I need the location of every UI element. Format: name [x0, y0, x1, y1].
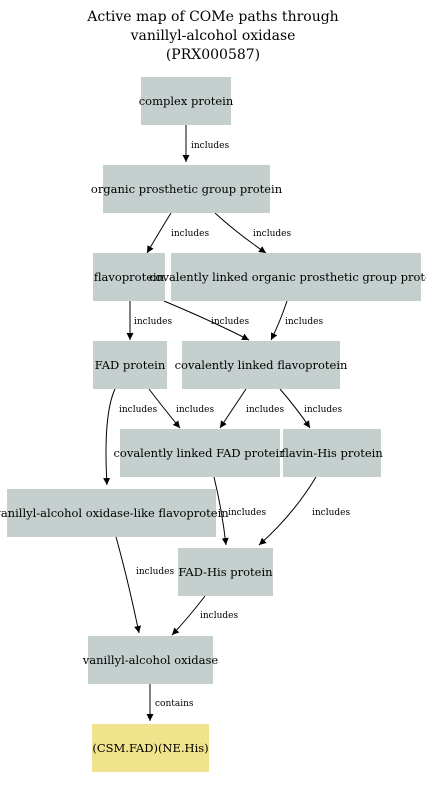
- edge-complex-to-organic: includes: [182, 125, 229, 162]
- edge-flavin-his-to-fad-his: includes: [258, 476, 350, 546]
- edge-vao-to-target: contains: [146, 684, 194, 721]
- edge-fad-to-covalent-fad: includes: [148, 388, 214, 429]
- diagram-title: Active map of COMe paths through vanilly…: [0, 8, 426, 65]
- edge-label: includes: [253, 229, 291, 239]
- edge-label: includes: [304, 405, 342, 415]
- edge-label: includes: [134, 317, 172, 327]
- edge-fad-to-vao-like: includes: [103, 388, 157, 486]
- edge-organic-to-covalent-organic: includes: [214, 212, 291, 254]
- edge-label: includes: [285, 317, 323, 327]
- node-complex-protein[interactable]: complex protein: [139, 77, 233, 125]
- node-covalently-linked-fad-protein[interactable]: covalently linked FAD protein: [113, 429, 287, 477]
- node-flavoprotein[interactable]: flavoprotein: [93, 253, 165, 301]
- title-line-2: vanillyl-alcohol oxidase: [130, 28, 296, 44]
- edge-organic-to-flavoprotein: includes: [146, 212, 209, 254]
- title-line-3: (PRX000587): [165, 47, 261, 63]
- node-flavin-his-protein[interactable]: flavin-His protein: [281, 429, 383, 477]
- edge-fad-his-to-vao: includes: [171, 595, 238, 636]
- node-fad-his-protein[interactable]: FAD-His protein: [178, 548, 273, 596]
- node-covalently-linked-organic-prosthetic-group-protein[interactable]: covalently linked organic prosthetic gro…: [149, 253, 426, 301]
- edge-flavoprotein-to-fad: includes: [126, 301, 172, 340]
- edge-label: includes: [136, 567, 174, 577]
- edge-label: includes: [191, 141, 229, 151]
- title-line-1: Active map of COMe paths through: [87, 9, 339, 25]
- edge-flavoprotein-to-covalent-flavo: includes: [163, 300, 249, 341]
- edge-label: includes: [228, 508, 266, 518]
- node-vanillyl-alcohol-oxidase[interactable]: vanillyl-alcohol oxidase: [83, 636, 218, 684]
- edge-label: includes: [246, 405, 284, 415]
- node-fad-protein[interactable]: FAD protein: [93, 341, 167, 389]
- edge-vao-like-to-vao: includes: [115, 536, 174, 634]
- edge-covalent-flavo-to-flavin-his: includes: [279, 388, 342, 429]
- edge-label: includes: [211, 317, 249, 327]
- node-vanillyl-alcohol-oxidase-like-flavoprotein[interactable]: vanillyl-alcohol oxidase-like flavoprote…: [0, 489, 229, 537]
- node-csm-fad-ne-his[interactable]: (CSM.FAD)(NE.His): [92, 724, 209, 772]
- edge-label: includes: [171, 229, 209, 239]
- edge-label: includes: [312, 508, 350, 518]
- node-organic-prosthetic-group-protein[interactable]: organic prosthetic group protein: [91, 165, 282, 213]
- edge-label: includes: [176, 405, 214, 415]
- edge-covalent-organic-to-covalent-flavo: includes: [270, 300, 323, 341]
- edge-label: includes: [200, 611, 238, 621]
- edge-label: contains: [155, 699, 194, 709]
- edge-covalent-fad-to-fad-his: includes: [213, 476, 266, 546]
- node-covalently-linked-flavoprotein[interactable]: covalently linked flavoprotein: [175, 341, 347, 389]
- edge-covalent-flavo-to-covalent-fad: includes: [219, 388, 284, 429]
- edge-label: includes: [119, 405, 157, 415]
